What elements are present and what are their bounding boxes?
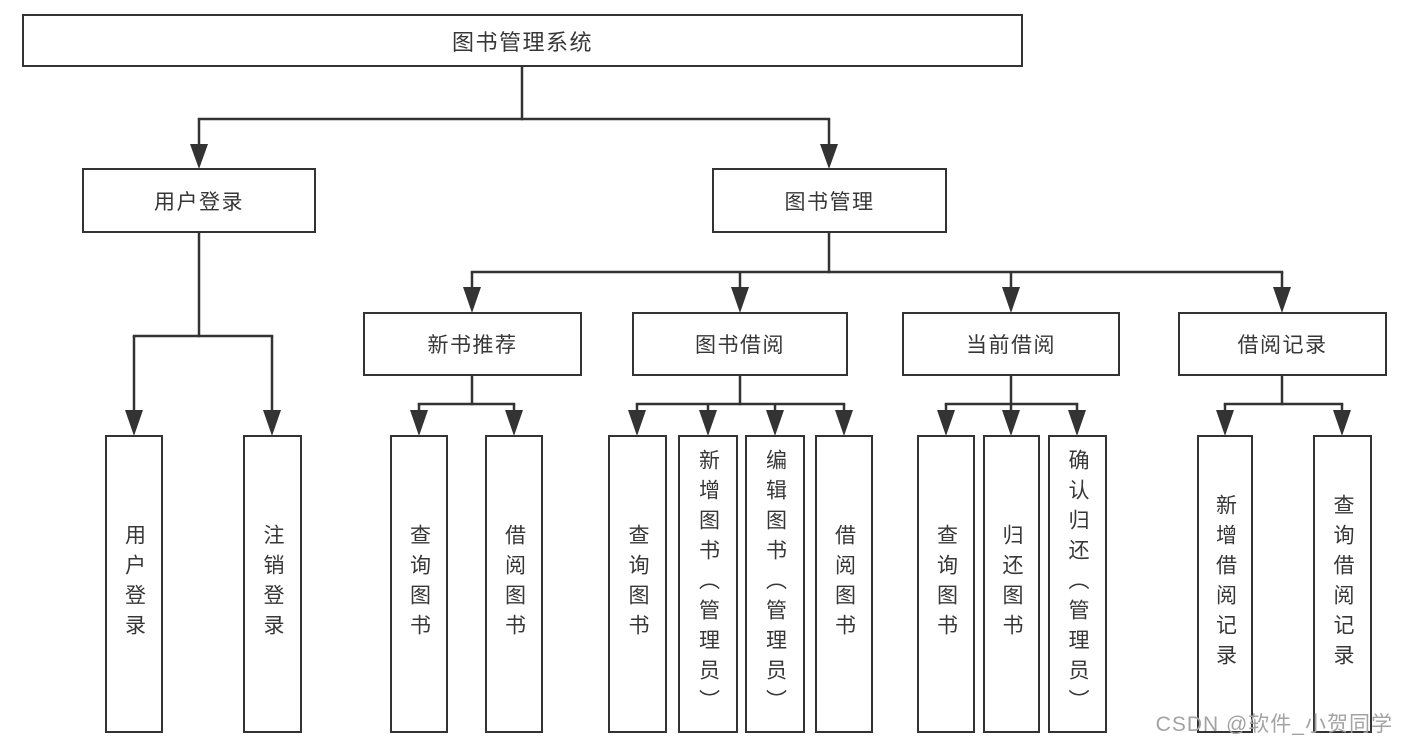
leaf-edit-books-admin: 编辑图书（管理员） <box>745 435 805 733</box>
leaf-query-borrow-record: 查询借阅记录 <box>1313 435 1372 733</box>
leaf-query-books-current: 查询图书 <box>917 435 975 733</box>
connector-root <box>190 66 838 169</box>
connector-book-borrow <box>628 376 853 436</box>
node-borrow-records: 借阅记录 <box>1178 312 1387 376</box>
leaf-return-books: 归还图书 <box>983 435 1040 733</box>
leaf-query-books-borrow: 查询图书 <box>608 435 667 733</box>
node-user-login: 用户登录 <box>82 168 316 233</box>
leaf-confirm-return-admin: 确认归还（管理员） <box>1048 435 1107 733</box>
leaf-borrow-books-recommend: 借阅图书 <box>485 435 543 733</box>
leaf-query-books-recommend: 查询图书 <box>390 435 448 733</box>
connector-new-book-recommend <box>410 376 523 436</box>
node-book-borrow: 图书借阅 <box>632 312 848 376</box>
connector-user-login <box>125 233 281 436</box>
watermark: CSDN @软件_小贺同学 <box>1155 713 1393 736</box>
node-root: 图书管理系统 <box>22 14 1023 67</box>
leaf-user-login: 用户登录 <box>105 435 163 733</box>
leaf-logout: 注销登录 <box>243 435 302 733</box>
leaf-add-borrow-record: 新增借阅记录 <box>1197 435 1253 733</box>
node-current-borrow: 当前借阅 <box>902 312 1120 376</box>
leaf-borrow-books: 借阅图书 <box>815 435 873 733</box>
node-new-book-recommend: 新书推荐 <box>363 312 582 376</box>
connector-current-borrow <box>937 376 1086 436</box>
connector-borrow-records <box>1216 376 1351 436</box>
leaf-add-books-admin: 新增图书（管理员） <box>678 435 738 733</box>
connector-book-management <box>463 233 1291 313</box>
node-book-management: 图书管理 <box>712 168 947 233</box>
